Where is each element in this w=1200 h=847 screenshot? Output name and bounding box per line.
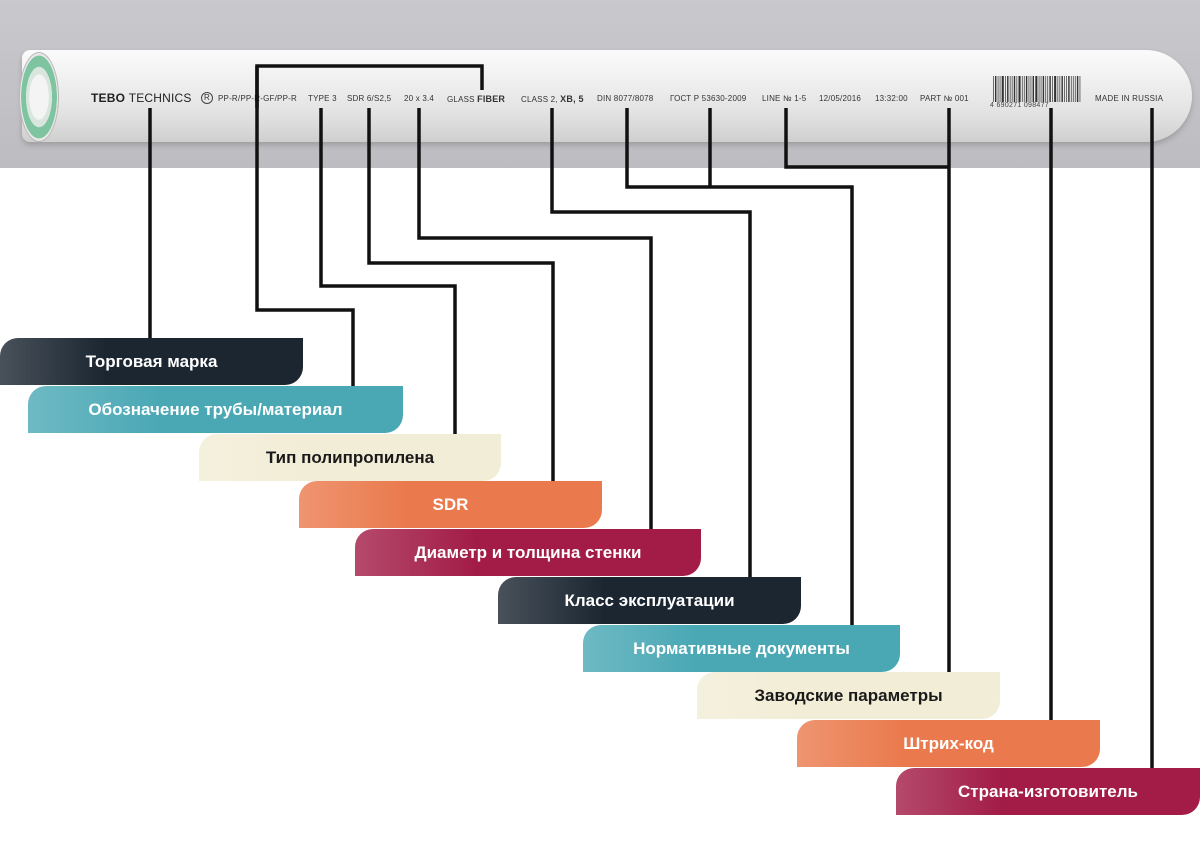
- barcode-bar: [1079, 76, 1081, 102]
- pipe-dimensions: 20 x 3.4: [404, 94, 435, 103]
- pipe-din: DIN 8077/8078: [597, 94, 654, 103]
- label-normative-docs: Нормативные документы: [583, 625, 900, 672]
- barcode-bar: [1045, 76, 1047, 102]
- registered-mark: R: [201, 92, 213, 104]
- label-pipe-designation: Обозначение трубы/материал: [28, 386, 403, 433]
- barcode-bar: [1018, 76, 1021, 102]
- barcode-bar: [1066, 76, 1067, 102]
- barcode-number: 4 690271 098477: [990, 102, 1049, 109]
- barcode-bar: [1064, 76, 1065, 102]
- barcode-bar: [995, 76, 997, 102]
- barcode-bar: [1023, 76, 1025, 102]
- pipe-cross-section: [19, 52, 59, 142]
- barcode-bar: [1068, 76, 1070, 102]
- barcode-bar: [1057, 76, 1059, 102]
- barcode-bar: [1049, 76, 1051, 102]
- pipe-made-in: MADE IN RUSSIA: [1095, 94, 1164, 103]
- barcode-bar: [999, 76, 1001, 102]
- label-trademark: Торговая марка: [0, 338, 303, 385]
- pipe-brand: TEBO TECHNICS: [91, 91, 192, 105]
- barcode-bar: [1021, 76, 1023, 102]
- barcode-bar: [1025, 76, 1028, 102]
- barcode-bar: [1016, 76, 1018, 102]
- barcode-bar: [1013, 76, 1016, 102]
- barcode-bar: [1035, 76, 1038, 102]
- label-diameter-wall: Диаметр и толщина стенки: [355, 529, 701, 576]
- barcode-bar: [1061, 76, 1063, 102]
- barcode-bar: [997, 76, 999, 102]
- pipe-type: TYPE 3: [308, 94, 337, 103]
- pipe-line: LINE № 1-5: [762, 94, 807, 103]
- barcode-bar: [1052, 76, 1053, 102]
- pipe-part: PART № 001: [920, 94, 969, 103]
- barcode-bar: [993, 76, 994, 102]
- barcode-bar: [1059, 76, 1061, 102]
- barcode-bar: [1038, 76, 1040, 102]
- label-factory-params: Заводские параметры: [697, 672, 1000, 719]
- connector-docs-din: [625, 108, 854, 625]
- pipe-body: [22, 50, 1192, 142]
- barcode-bar: [1070, 76, 1072, 102]
- barcode-bar: [1030, 76, 1032, 102]
- connector-sdr: [367, 108, 555, 481]
- connector-factory-line: [784, 108, 949, 169]
- barcode-bar: [1011, 76, 1013, 102]
- label-service-class: Класс эксплуатации: [498, 577, 801, 624]
- label-polypropylene-type: Тип полипропилена: [199, 434, 501, 481]
- barcode-bar: [1032, 76, 1034, 102]
- barcode-bar: [1072, 76, 1074, 102]
- barcode-icon: [993, 76, 1081, 102]
- pipe-sdr: SDR 6/S2,5: [347, 94, 392, 103]
- barcode-bar: [1076, 76, 1079, 102]
- connector-type: [319, 108, 457, 434]
- barcode-bar: [1005, 76, 1006, 102]
- barcode-bar: [1009, 76, 1011, 102]
- barcode-bar: [1028, 76, 1030, 102]
- label-barcode: Штрих-код: [797, 720, 1100, 767]
- connector-material-drop: [255, 66, 355, 386]
- pipe-glass-fiber: GLASS FIBER: [447, 94, 506, 104]
- pipe-gost: ГОСТ Р 53630-2009: [670, 94, 747, 103]
- label-country: Страна-изготовитель: [896, 768, 1200, 815]
- barcode-bar: [1047, 76, 1049, 102]
- pipe-time: 13:32:00: [875, 94, 908, 103]
- pipe-class: CLASS 2, XB, 5: [521, 94, 584, 104]
- barcode-bar: [1040, 76, 1042, 102]
- pipe-date: 12/05/2016: [819, 94, 862, 103]
- barcode-bar: [1054, 76, 1057, 102]
- connector-dimensions: [417, 108, 653, 529]
- barcode-bar: [1001, 76, 1004, 102]
- connector-material: [255, 64, 484, 108]
- label-sdr: SDR: [299, 481, 602, 528]
- connector-class: [550, 108, 752, 577]
- barcode-bar: [1074, 76, 1076, 102]
- barcode-bar: [1042, 76, 1045, 102]
- barcode-bar: [1007, 76, 1009, 102]
